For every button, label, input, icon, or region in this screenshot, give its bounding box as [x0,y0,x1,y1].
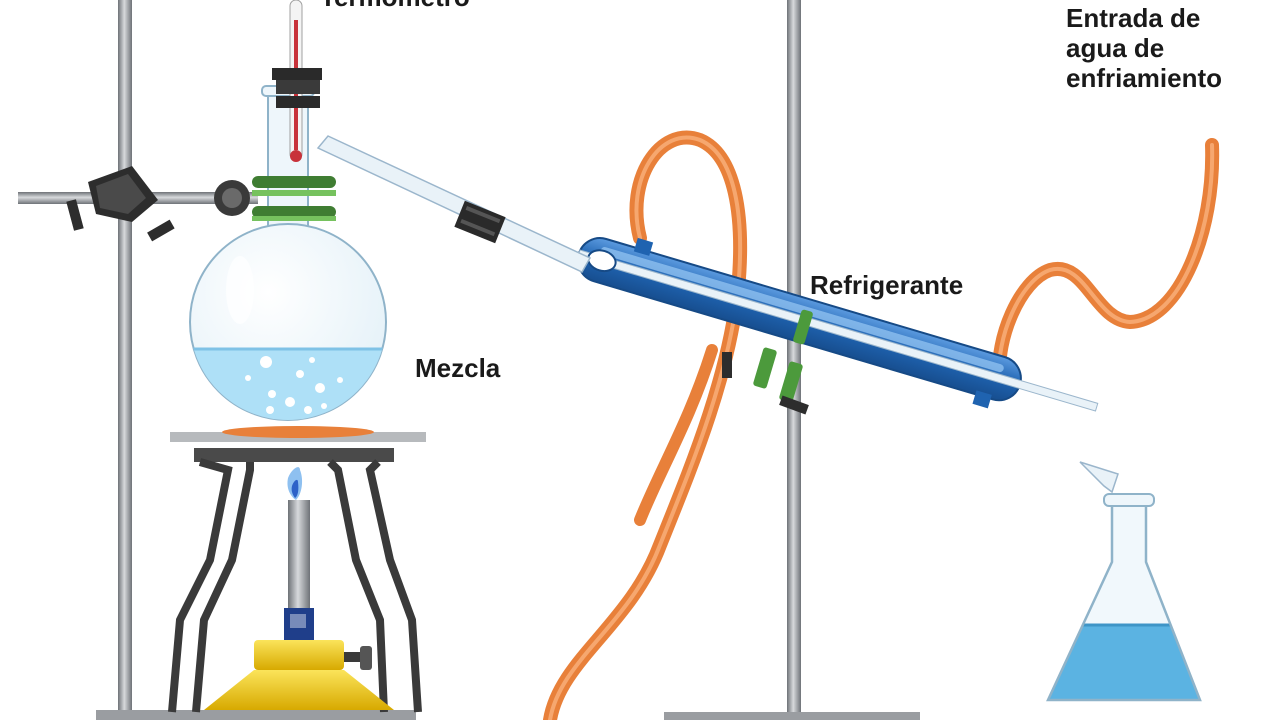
water-inlet-label-line3: enfriamiento [1066,63,1223,93]
inlet-hose [992,138,1220,385]
erlenmeyer-flask [1046,493,1202,702]
boiling-bubbles [245,356,343,414]
condenser-clamp [722,309,813,415]
water-inlet-label: Entrada de agua de enfriamiento [1066,3,1276,93]
water-inlet-label-line1: Entrada de [1066,3,1201,33]
left-base-plate [96,710,416,720]
tripod [168,426,426,713]
boss-clamp [66,166,250,242]
mixture-liquid [190,348,386,420]
bunsen-burner [204,467,394,710]
right-base-plate [664,712,920,720]
left-stand-rod [118,0,132,712]
thermometer-label: Termómetro [320,0,470,12]
drip-tip [1079,461,1119,494]
condenser [576,237,1099,412]
outlet-hose-lower [634,344,718,526]
side-arm-tube [316,135,592,273]
right-stand-rod [787,0,801,712]
flask-neck-clamp [252,176,336,221]
mixture-label: Mezcla [415,353,501,383]
condenser-label: Refrigerante [810,270,964,300]
outlet-hose [543,130,748,720]
water-inlet-label-line2: agua de [1066,33,1165,63]
inlet-hose-highlight [997,143,1215,380]
flask-stopper [272,68,322,108]
side-arm-stopper [454,200,506,244]
